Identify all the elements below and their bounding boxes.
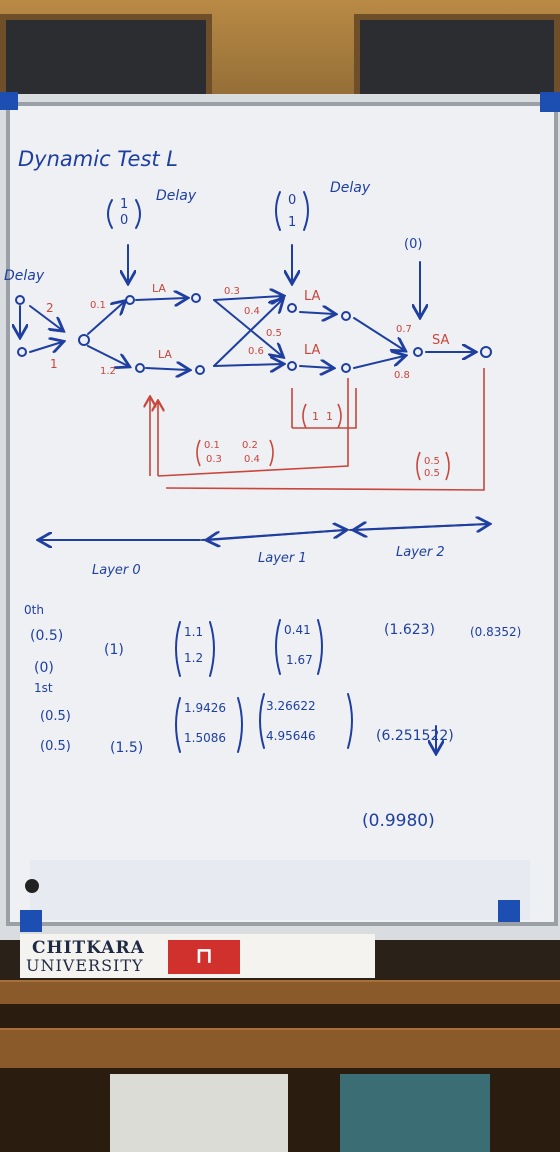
weight-0-1: 0.1	[90, 300, 106, 311]
cloth-bundle	[340, 1074, 490, 1152]
weight-1-2: 1.2	[100, 366, 116, 377]
top-vector-1-b: 0	[120, 213, 128, 228]
row1-tag: 1st	[34, 681, 53, 695]
row0-tag: 0th	[24, 603, 44, 617]
paper-stack	[110, 1074, 288, 1152]
weight-1: 1	[50, 357, 58, 371]
unit-label-3: LA	[304, 289, 321, 304]
row1-out-1: (6.251522)	[376, 728, 454, 744]
weight-2: 2	[46, 301, 54, 315]
weight-0-6: 0.6	[248, 346, 264, 357]
board-smudge	[30, 860, 530, 920]
row0-v1-b: 1.2	[184, 651, 203, 665]
cabinet-door-left	[0, 14, 212, 104]
board-corner-tl	[0, 92, 18, 110]
row0-scalar: (1)	[104, 642, 124, 658]
delay-left-label: Delay	[4, 268, 45, 284]
weight-0-4: 0.4	[244, 306, 260, 317]
row1-v2-b: 4.95646	[266, 729, 316, 743]
board-corner-br	[498, 900, 520, 922]
row1-final: (0.9980)	[362, 811, 435, 831]
unit-label-2: LA	[158, 348, 172, 361]
board-corner-bl	[20, 910, 42, 932]
row1-input-2: (0.5)	[40, 739, 71, 754]
board-magnet	[25, 879, 39, 893]
top-scalar: (0)	[404, 237, 422, 252]
unit-label-5: SA	[432, 333, 449, 348]
logo-mark-icon: ⊓	[168, 940, 240, 974]
weight-0-5: 0.5	[266, 328, 282, 339]
row0-v2-a: 0.41	[284, 623, 311, 637]
feedback-matrix-a: 0.1	[204, 440, 220, 451]
top-vector-1-a: 1	[120, 197, 128, 212]
row0-input-1: (0.5)	[30, 628, 63, 644]
layer-1-label: Layer 1	[258, 551, 307, 566]
weight-0-3: 0.3	[224, 286, 240, 297]
row1-v1-a: 1.9426	[184, 701, 226, 715]
desk-edge	[0, 980, 560, 1008]
row1-input-1: (0.5)	[40, 709, 71, 724]
delay-top-1: Delay	[156, 188, 197, 204]
layer-0-label: Layer 0	[92, 563, 141, 578]
board-corner-tr	[540, 92, 560, 112]
feedback-matrix-d: 0.4	[244, 454, 260, 465]
feedback-out-b: 0.5	[424, 468, 440, 479]
weight-0-8: 0.8	[394, 370, 410, 381]
weight-0-7: 0.7	[396, 324, 412, 335]
unit-label-1: LA	[152, 282, 166, 295]
logo-sub: UNIVERSITY	[26, 956, 144, 975]
row1-v1-b: 1.5086	[184, 731, 226, 745]
row1-scalar: (1.5)	[110, 740, 143, 756]
feedback-vector-b: 1	[326, 410, 333, 423]
shelf-gap	[0, 1004, 560, 1028]
top-vector-2-b: 1	[288, 215, 296, 230]
feedback-out-a: 0.5	[424, 456, 440, 467]
logo-brand: CHITKARA	[32, 938, 145, 958]
row0-v2-b: 1.67	[286, 653, 313, 667]
unit-label-4: LA	[304, 343, 321, 358]
top-vector-2-a: 0	[288, 193, 296, 208]
board-surface	[6, 102, 558, 926]
layer-2-label: Layer 2	[396, 545, 445, 560]
feedback-matrix-c: 0.3	[206, 454, 222, 465]
feedback-matrix-b: 0.2	[242, 440, 258, 451]
row0-input-2: (0)	[34, 660, 54, 676]
row0-out-1: (1.623)	[384, 622, 435, 638]
row0-v1-a: 1.1	[184, 625, 203, 639]
row0-out-2: (0.8352)	[470, 625, 521, 639]
delay-top-2: Delay	[330, 180, 371, 196]
feedback-vector-a: 1	[312, 410, 319, 423]
row1-v2-a: 3.26622	[266, 699, 316, 713]
board-title: Dynamic Test L	[18, 147, 178, 171]
